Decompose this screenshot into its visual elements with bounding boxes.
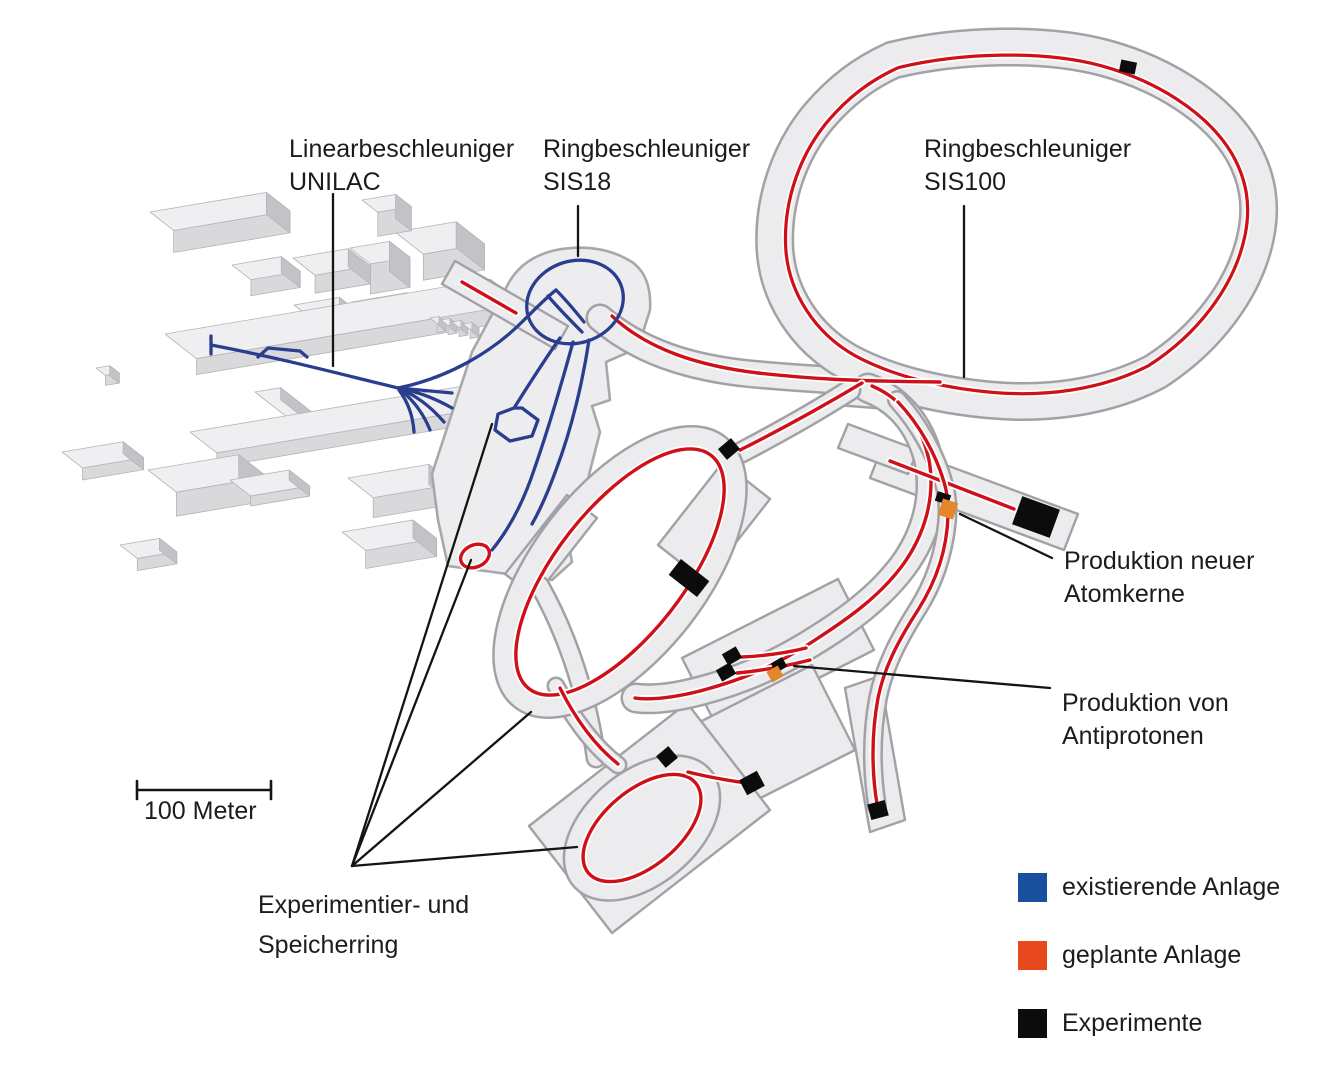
building-side bbox=[122, 441, 145, 471]
legend-swatch bbox=[1018, 1008, 1047, 1038]
pointer-antiprotonen bbox=[792, 664, 1052, 690]
beam-lines bbox=[209, 51, 1252, 886]
building-side bbox=[455, 221, 485, 271]
building-side bbox=[288, 469, 311, 497]
label-sis18-line2: SIS18 bbox=[543, 168, 612, 196]
unilac-branch-loop bbox=[256, 346, 309, 359]
superfrs-experiment bbox=[1012, 496, 1060, 538]
scale-bar-label: 100 Meter bbox=[144, 797, 257, 825]
building-side bbox=[159, 537, 178, 565]
cr-bottomring-line bbox=[558, 686, 620, 766]
legend: existierende Anlage geplante Anlage Expe… bbox=[1018, 872, 1280, 1076]
label-antiprotonen-line2: Antiprotonen bbox=[1062, 722, 1204, 750]
south-main-line bbox=[633, 384, 933, 701]
label-sis100-line1: Ringbeschleuniger bbox=[924, 135, 1132, 163]
scale-bar bbox=[135, 779, 273, 801]
sis18-injection-line bbox=[396, 288, 558, 390]
cr-ring-tunnel bbox=[494, 427, 746, 717]
legend-item-label: Experimente bbox=[1062, 1008, 1203, 1037]
scale-bar-line bbox=[135, 779, 273, 801]
injection-twig-2 bbox=[546, 294, 584, 334]
cr-ring-beamline bbox=[514, 447, 726, 697]
legend-item-existing: existierende Anlage bbox=[1018, 872, 1280, 902]
midhall-experiment bbox=[739, 770, 765, 796]
pbar-experiment-1 bbox=[721, 646, 743, 666]
steep-line-experiment bbox=[867, 799, 889, 821]
experiment-boxes bbox=[656, 59, 1138, 821]
label-sis100-line2: SIS100 bbox=[924, 168, 1007, 196]
sis100-experiment bbox=[1118, 59, 1138, 75]
unilac-line bbox=[209, 343, 400, 390]
legend-item-planned: geplante Anlage bbox=[1018, 940, 1280, 970]
hall-long-line-1 bbox=[490, 340, 575, 552]
label-speicherring-line2: Speicherring bbox=[258, 931, 399, 959]
pointer-atomkerne bbox=[958, 512, 1054, 560]
label-sis18: Ringbeschleuniger SIS18 bbox=[543, 133, 750, 199]
sis18-sis100-transfer-line bbox=[610, 314, 942, 384]
pbar-target-orange bbox=[766, 665, 784, 683]
small-storage-ring bbox=[458, 542, 492, 570]
label-unilac-line2: UNILAC bbox=[289, 168, 381, 196]
sis100-beamline bbox=[783, 53, 1250, 396]
superfrs-line bbox=[888, 459, 1016, 511]
label-speicherring: Experimentier- und Speicherring bbox=[258, 885, 469, 965]
injection-twig-1 bbox=[554, 288, 586, 324]
label-atomkerne-line1: Produktion neuer bbox=[1064, 547, 1255, 575]
label-unilac-line1: Linearbeschleuniger bbox=[289, 135, 515, 163]
pbar-experiment-2 bbox=[715, 662, 737, 682]
building-side bbox=[265, 192, 291, 234]
pbar-branch-1 bbox=[740, 646, 808, 659]
label-sis100: Ringbeschleuniger SIS100 bbox=[924, 133, 1131, 199]
legend-swatch bbox=[1018, 940, 1047, 970]
cr-mid-experiment bbox=[668, 559, 710, 597]
label-sis18-line1: Ringbeschleuniger bbox=[543, 135, 751, 163]
sis100-tunnel bbox=[757, 29, 1276, 419]
pointer-speicherring-1 bbox=[350, 422, 494, 868]
cr-top-experiment bbox=[717, 438, 741, 460]
label-atomkerne: Produktion neuer Atomkerne bbox=[1064, 545, 1254, 611]
legend-item-label: geplante Anlage bbox=[1062, 940, 1242, 969]
pointer-speicherring-3 bbox=[350, 710, 533, 868]
label-antiprotonen: Produktion von Antiprotonen bbox=[1062, 687, 1229, 753]
hall-long-line-2 bbox=[530, 338, 591, 526]
pointer-speicherring-2 bbox=[350, 558, 473, 868]
pbar-branch-2 bbox=[735, 658, 812, 675]
label-atomkerne-line2: Atomkerne bbox=[1064, 580, 1185, 608]
building-side bbox=[395, 193, 412, 232]
legend-item-experiments: Experimente bbox=[1018, 1008, 1280, 1038]
label-speicherring-line1: Experimentier- und bbox=[258, 891, 470, 919]
target-south-line bbox=[871, 514, 950, 806]
esr-loop bbox=[493, 406, 540, 443]
junction-cr-line bbox=[738, 381, 864, 452]
building-side bbox=[109, 365, 120, 384]
pointer-speicherring-4 bbox=[350, 845, 579, 868]
pointer-lines bbox=[331, 192, 1054, 868]
building-side bbox=[412, 519, 438, 557]
legend-swatch bbox=[1018, 872, 1047, 902]
proton-linac-line bbox=[460, 280, 518, 315]
label-antiprotonen-line1: Produktion von bbox=[1062, 689, 1229, 717]
hall-branch-4 bbox=[400, 389, 432, 432]
bottom-ring-experiment bbox=[656, 746, 678, 768]
legend-item-label: existierende Anlage bbox=[1062, 872, 1281, 901]
label-unilac: Linearbeschleuniger UNILAC bbox=[289, 133, 514, 199]
esr-feed-line bbox=[512, 336, 562, 410]
hall-branch-5 bbox=[397, 388, 416, 434]
building-side bbox=[389, 240, 411, 288]
bottom-ring-beamline bbox=[581, 772, 703, 884]
building-side bbox=[280, 256, 301, 288]
atomkerne-target-orange bbox=[937, 498, 959, 520]
